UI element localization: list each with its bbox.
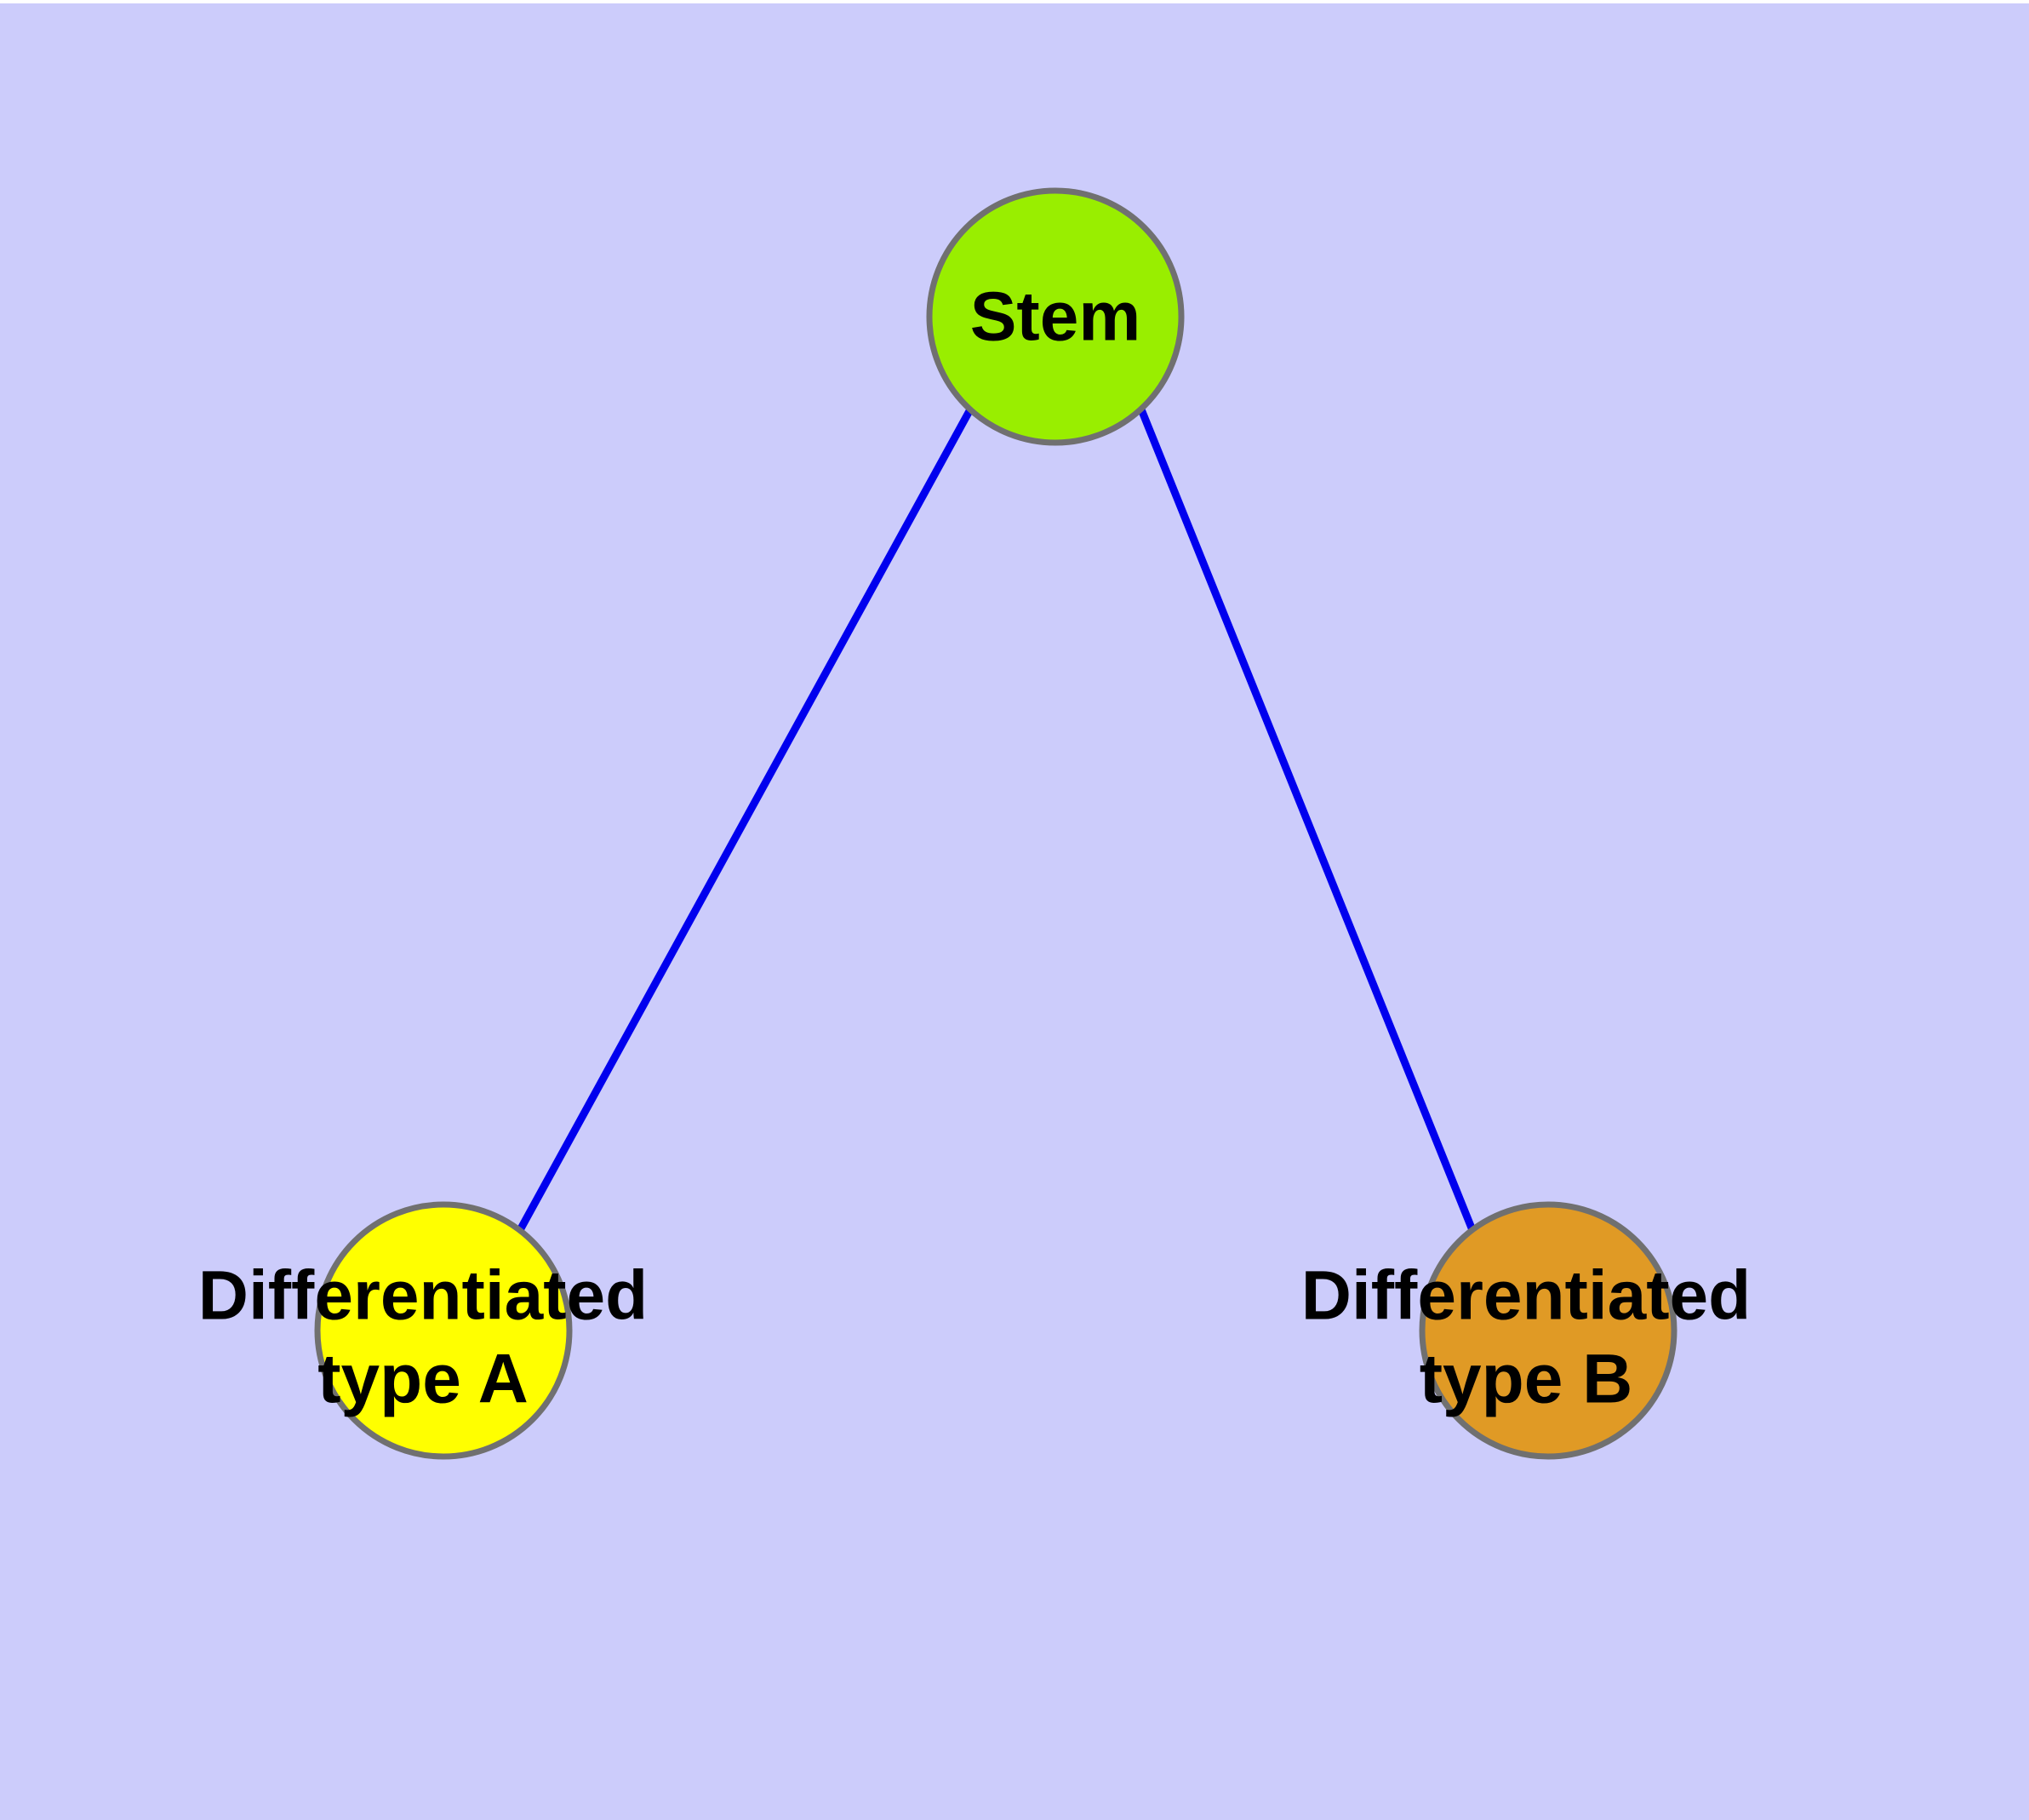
node-differentiated-type-b-circle[interactable]	[1419, 1201, 1677, 1460]
node-stem[interactable]: Stem	[926, 187, 1185, 446]
node-differentiated-type-b[interactable]	[1419, 1201, 1677, 1460]
edge-stem-to-differentiated-type-a[interactable]	[517, 407, 974, 1233]
node-differentiated-type-a-label-line1: Differentiated	[198, 1257, 649, 1335]
node-differentiated-type-a-label-line2: type A	[317, 1341, 529, 1418]
edge-stem-to-differentiated-type-b[interactable]	[1137, 408, 1477, 1232]
node-differentiated-type-a[interactable]	[314, 1201, 573, 1460]
labels-layer: Differentiated type A Differentiated typ…	[198, 1257, 1752, 1418]
node-differentiated-type-b-label: Differentiated type B	[1301, 1257, 1752, 1418]
node-stem-circle[interactable]	[926, 187, 1185, 446]
node-stem-label: Stem	[970, 278, 1141, 356]
edges-layer	[517, 407, 1477, 1233]
node-differentiated-type-b-label-line1: Differentiated	[1301, 1257, 1752, 1335]
node-differentiated-type-b-label-line2: type B	[1420, 1341, 1633, 1418]
node-differentiated-type-a-circle[interactable]	[314, 1201, 573, 1460]
nodes-layer: Stem	[314, 187, 1677, 1460]
node-differentiated-type-a-label: Differentiated type A	[198, 1257, 649, 1418]
